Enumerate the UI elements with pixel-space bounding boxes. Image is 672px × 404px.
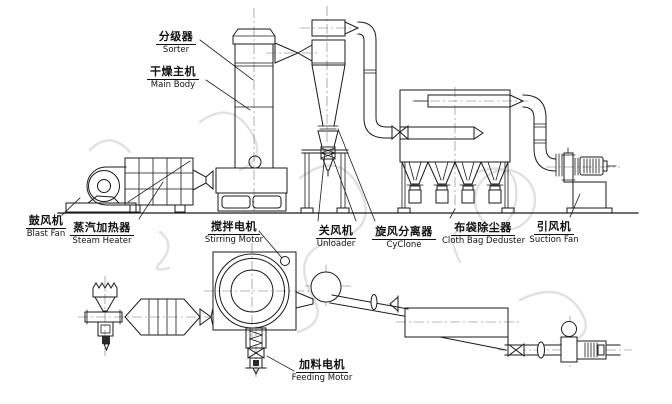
- label-main-body-en: Main Body: [150, 79, 196, 90]
- label-stirring-motor-zh: 搅拌电机: [208, 221, 260, 235]
- label-suction-fan-zh: 引风机: [533, 221, 575, 235]
- discharge-conveyor-drawing: [504, 321, 621, 363]
- steam-heater-drawing: [124, 157, 194, 213]
- blast-fan-drawing: [65, 166, 137, 213]
- label-blast-fan-en: Blast Fan: [26, 228, 66, 239]
- label-steam-heater: 蒸汽加热器 Steam Heater: [62, 218, 142, 245]
- label-steam-heater-zh: 蒸汽加热器: [70, 222, 134, 236]
- mixing-tank-drawing: [124, 298, 214, 336]
- leader-lines: [61, 39, 581, 372]
- label-unloader-zh: 关风机: [315, 225, 357, 239]
- label-main-body: 干燥主机 Main Body: [138, 62, 208, 89]
- label-feeding-motor: 加料电机 Feeding Motor: [282, 355, 362, 382]
- feeding-motor-drawing: [245, 327, 267, 376]
- label-feeding-motor-zh: 加料电机: [296, 359, 348, 373]
- label-steam-heater-en: Steam Heater: [72, 235, 132, 246]
- label-stirring-motor-en: Stirring Motor: [204, 234, 264, 245]
- baghouse-outlet-pipe-drawing: [522, 94, 563, 177]
- label-feeding-motor-en: Feeding Motor: [291, 372, 353, 383]
- suction-fan-drawing: [561, 147, 617, 214]
- label-sorter-zh: 分级器: [155, 31, 197, 45]
- label-sorter-en: Sorter: [162, 44, 190, 55]
- label-stirring-motor: 搅拌电机 Stirring Motor: [198, 217, 270, 244]
- label-cloth-bag-deduster: 布袋除尘器 Cloth Bag Deduster: [442, 218, 526, 246]
- label-cloth-bag-deduster-zh: 布袋除尘器: [451, 222, 515, 236]
- label-suction-fan: 引风机 Suction Fan: [528, 217, 580, 244]
- cyclone-drawing: [300, 19, 360, 214]
- label-cyclone-zh: 旋风分离器: [372, 226, 436, 240]
- label-main-body-zh: 干燥主机: [147, 66, 199, 80]
- label-blast-fan-zh: 鼓风机: [25, 215, 67, 229]
- label-cyclone-en: CyClone: [386, 239, 422, 250]
- label-suction-fan-en: Suction Fan: [529, 234, 579, 245]
- tower-base-drawing: [215, 167, 288, 212]
- label-unloader: 关风机 Unloader: [306, 221, 366, 248]
- label-sorter: 分级器 Sorter: [146, 27, 206, 54]
- baghouse-drawing: [397, 89, 525, 214]
- label-unloader-en: Unloader: [316, 238, 356, 249]
- label-blast-fan: 鼓风机 Blast Fan: [16, 211, 76, 238]
- label-cyclone: 旋风分离器 CyClone: [366, 222, 442, 249]
- feed-hopper-drawing: [84, 282, 123, 352]
- label-cloth-bag-deduster-en: Cloth Bag Deduster: [442, 235, 526, 246]
- screw-conveyor-drawing: [404, 307, 509, 351]
- heater-duct-drawing: [192, 169, 214, 191]
- cyclone-outlet-pipe-drawing: [357, 21, 409, 141]
- rotary-feeder-drawing: [295, 271, 409, 317]
